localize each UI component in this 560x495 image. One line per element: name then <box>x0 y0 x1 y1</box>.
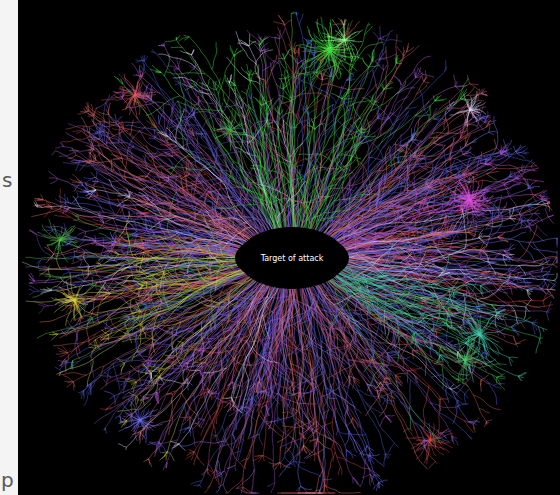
node-label: Target of attack <box>235 254 349 263</box>
target-disc <box>235 232 349 284</box>
cropped-slide-letter: p <box>1 470 14 490</box>
network-filaments <box>26 192 245 370</box>
network-filaments <box>339 145 549 306</box>
cropped-slide-letter: s <box>2 170 12 190</box>
network-filaments <box>330 243 547 381</box>
network-filaments <box>321 19 363 61</box>
network-filaments <box>111 72 156 119</box>
network-filaments <box>22 211 245 386</box>
network-filaments <box>443 336 487 384</box>
network-filaments <box>215 109 247 151</box>
network-filaments <box>31 18 557 493</box>
network-filaments <box>33 45 553 493</box>
target-circle: Target of attack <box>235 232 349 284</box>
network-filaments <box>328 269 542 448</box>
